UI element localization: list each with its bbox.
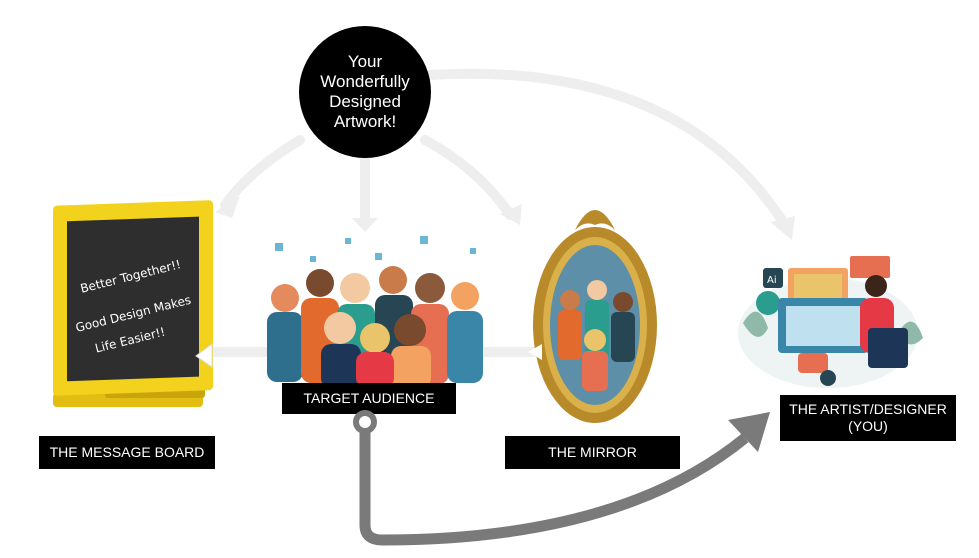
mirror-label: THE MIRROR [505,436,680,469]
ai-badge: Ai [767,275,777,286]
mirror-pointer-notch [528,344,542,360]
arrow-path [359,431,749,546]
artwork-circle-text: Your Wonderfully Designed Artwork! [320,52,410,131]
arrow-start-dot [353,410,377,434]
artwork-circle: Your Wonderfully Designed Artwork! [299,26,431,158]
artist-illustration: Ai [738,256,923,388]
board-pointer-notch [195,343,213,368]
artist-designer-label: THE ARTIST/DESIGNER (YOU) [780,395,956,441]
message-board-label: THE MESSAGE BOARD [39,436,215,469]
mirror-illustration [533,210,657,423]
target-audience-label: TARGET AUDIENCE [282,383,456,414]
message-board-illustration: Better Together!! Good Design Makes Life… [53,200,213,407]
audience-crowd-illustration [267,236,483,388]
arrow-head [728,412,770,452]
